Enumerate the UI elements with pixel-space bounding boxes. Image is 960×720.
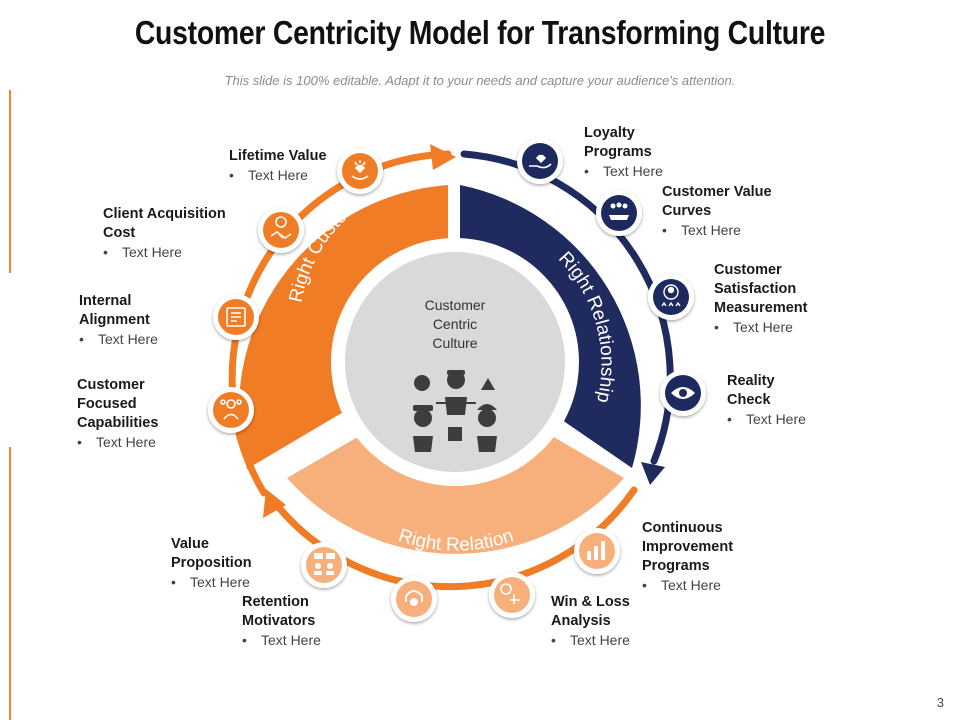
document-icon <box>226 307 246 327</box>
item-title: Win & Loss <box>551 594 630 610</box>
item-customer-value-curves: Customer Value Curves Text Here <box>662 183 772 240</box>
item-title: Programs <box>584 144 652 160</box>
item-continuous-improvement-programs: Continuous Improvement Programs Text Her… <box>642 519 733 595</box>
item-bullet: Text Here <box>171 573 252 592</box>
left-accent-line-bottom <box>9 447 11 720</box>
item-bullet: Text Here <box>584 162 663 181</box>
badge-customer-value-curves <box>596 190 642 236</box>
item-win-loss-analysis: Win & Loss Analysis Text Here <box>551 593 630 650</box>
arrowhead-left-orange <box>263 489 286 518</box>
item-title: Motivators <box>242 613 316 629</box>
item-title: Focused <box>77 396 137 412</box>
badge-customer-focused-capabilities <box>208 387 254 433</box>
item-title: Customer <box>714 262 782 278</box>
eye-icon <box>671 387 695 399</box>
page-title: Customer Centricity Model for Transformi… <box>134 14 826 51</box>
item-lifetime-value: Lifetime Value Text Here <box>229 147 327 185</box>
left-accent-line-top <box>9 90 11 273</box>
hand-heart-icon <box>529 154 552 169</box>
item-title: Value <box>171 536 209 552</box>
center-line-2: Centric <box>433 316 477 332</box>
badge-client-acquisition-cost <box>258 207 304 253</box>
badge-value-proposition <box>301 542 347 588</box>
item-retention-motivators: Retention Motivators Text Here <box>242 593 321 650</box>
item-bullet: Text Here <box>103 243 226 262</box>
item-client-acquisition-cost: Client Acquisition Cost Text Here <box>103 205 226 262</box>
people-gears-icon <box>220 399 242 420</box>
center-line-3: Culture <box>432 335 477 351</box>
magnet-icon <box>405 590 423 606</box>
item-value-proposition: Value Proposition Text Here <box>171 535 252 592</box>
item-reality-check: Reality Check Text Here <box>727 372 806 429</box>
analysis-icon <box>500 583 520 604</box>
arrowhead-top-orange <box>430 144 456 170</box>
item-title: Measurement <box>714 300 808 316</box>
people-network-icon <box>413 370 497 452</box>
hand-heart-icon <box>351 160 369 180</box>
item-title: Retention <box>242 594 309 610</box>
badge-win-loss-analysis <box>489 572 535 618</box>
center-line-1: Customer <box>425 297 486 313</box>
item-title: Check <box>727 392 771 408</box>
item-customer-focused-capabilities: Customer Focused Capabilities Text Here <box>77 376 158 452</box>
item-bullet: Text Here <box>642 576 733 595</box>
item-title: Alignment <box>79 312 150 328</box>
item-title: Proposition <box>171 555 252 571</box>
item-title: Programs <box>642 558 710 574</box>
item-loyalty-programs: Loyalty Programs Text Here <box>584 124 663 181</box>
bar-chart-icon <box>587 541 605 560</box>
team-hand-icon <box>609 202 629 220</box>
item-title: Customer <box>77 377 145 393</box>
user-rating-icon <box>661 284 681 307</box>
page-subtitle: This slide is 100% editable. Adapt it to… <box>224 73 736 88</box>
item-title: Continuous <box>642 520 723 536</box>
item-title: Analysis <box>551 613 611 629</box>
page-number: 3 <box>936 695 944 710</box>
item-title: Loyalty <box>584 125 635 141</box>
item-title: Satisfaction <box>714 281 797 297</box>
item-bullet: Text Here <box>714 318 807 337</box>
item-title: Lifetime Value <box>229 148 327 164</box>
arrowhead-right-navy <box>641 462 665 485</box>
item-bullet: Text Here <box>229 166 327 185</box>
item-title: Client Acquisition <box>103 206 226 222</box>
team-chat-icon <box>314 553 335 575</box>
item-internal-alignment: Internal Alignment Text Here <box>79 292 158 349</box>
item-bullet: Text Here <box>242 631 321 650</box>
item-title: Capabilities <box>77 415 159 431</box>
item-title: Improvement <box>642 539 734 555</box>
item-title: Cost <box>103 225 136 241</box>
item-bullet: Text Here <box>662 221 772 240</box>
item-bullet: Text Here <box>551 631 630 650</box>
item-bullet: Text Here <box>727 410 806 429</box>
item-title: Curves <box>662 203 712 219</box>
item-title: Internal <box>79 293 132 309</box>
item-title: Reality <box>727 373 775 389</box>
badge-customer-satisfaction <box>648 274 694 320</box>
item-customer-satisfaction-measurement: Customer Satisfaction Measurement Text H… <box>714 261 807 337</box>
item-bullet: Text Here <box>77 433 158 452</box>
item-title: Customer Value <box>662 184 772 200</box>
handshake-dollar-icon <box>270 216 292 239</box>
center-circle <box>345 252 565 472</box>
item-bullet: Text Here <box>79 330 158 349</box>
